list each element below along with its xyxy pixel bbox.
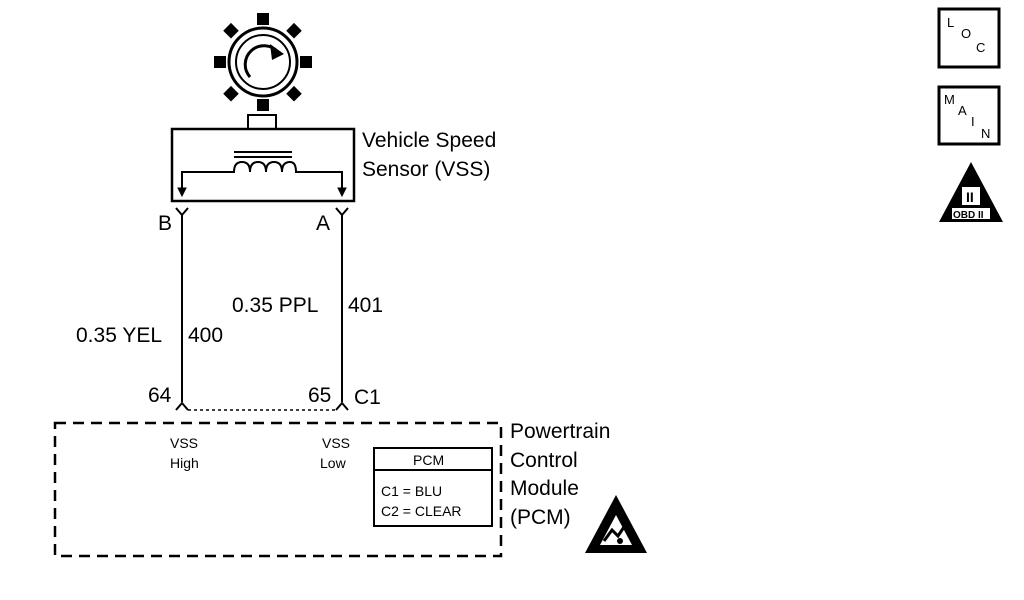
pcm-input-low-line1: VSS [322,435,350,451]
pcm-input-low-line2: Low [320,455,347,471]
main-icon-letter-i: I [971,114,975,129]
sensor-pin-a-label: A [316,212,330,235]
pcm-legend-c2: C2 = CLEAR [381,503,462,519]
main-icon: M A I N [937,85,1001,146]
sensor-pin-b [175,207,189,217]
pcm-name-line1: Powertrain [510,420,610,443]
obd-ii-label: OBD II [953,210,984,221]
main-icon-letter-a: A [958,103,967,118]
wire-right-circuit: 401 [348,294,383,317]
connector-pin-64: 64 [148,384,172,407]
pcm-connector-legend: PCM C1 = BLU C2 = CLEAR [373,447,493,527]
pcm-name-line2: Control [510,449,578,472]
main-icon-letter-n: N [981,126,990,141]
sensor-name-line1: Vehicle Speed [362,129,496,152]
connector-pin-65: 65 [308,384,331,407]
loc-icon-letter-l: L [947,15,954,30]
main-icon-letter-m: M [944,92,955,107]
connector-c1 [175,401,349,411]
loc-icon: L O C [937,7,1001,69]
pcm-boundary [53,421,503,558]
sensor-name-line2: Sensor (VSS) [362,158,490,181]
wire-right-size-color: 0.35 PPL [232,294,318,317]
vss-sensor-body [170,114,356,203]
pcm-legend-c1: C1 = BLU [381,483,442,499]
pcm-input-high-line1: VSS [170,435,198,451]
reluctor-wheel-icon [214,13,312,111]
esd-warning-icon [585,495,647,553]
pcm-name-line4: (PCM) [510,506,571,529]
obd-ii-glyph: II [966,189,974,205]
loc-icon-letter-o: O [961,26,971,41]
sensor-pin-a [335,207,349,217]
pcm-legend-title: PCM [413,452,444,468]
pcm-input-high-line2: High [170,455,199,471]
connector-name: C1 [354,386,381,409]
pcm-name-line3: Module [510,477,579,500]
obd-ii-icon: II OBD II [939,162,1003,222]
sensor-pin-b-label: B [158,212,172,235]
loc-icon-letter-c: C [976,40,985,55]
wire-left-size-color: 0.35 YEL [76,324,162,347]
wire-left-circuit: 400 [188,324,223,347]
